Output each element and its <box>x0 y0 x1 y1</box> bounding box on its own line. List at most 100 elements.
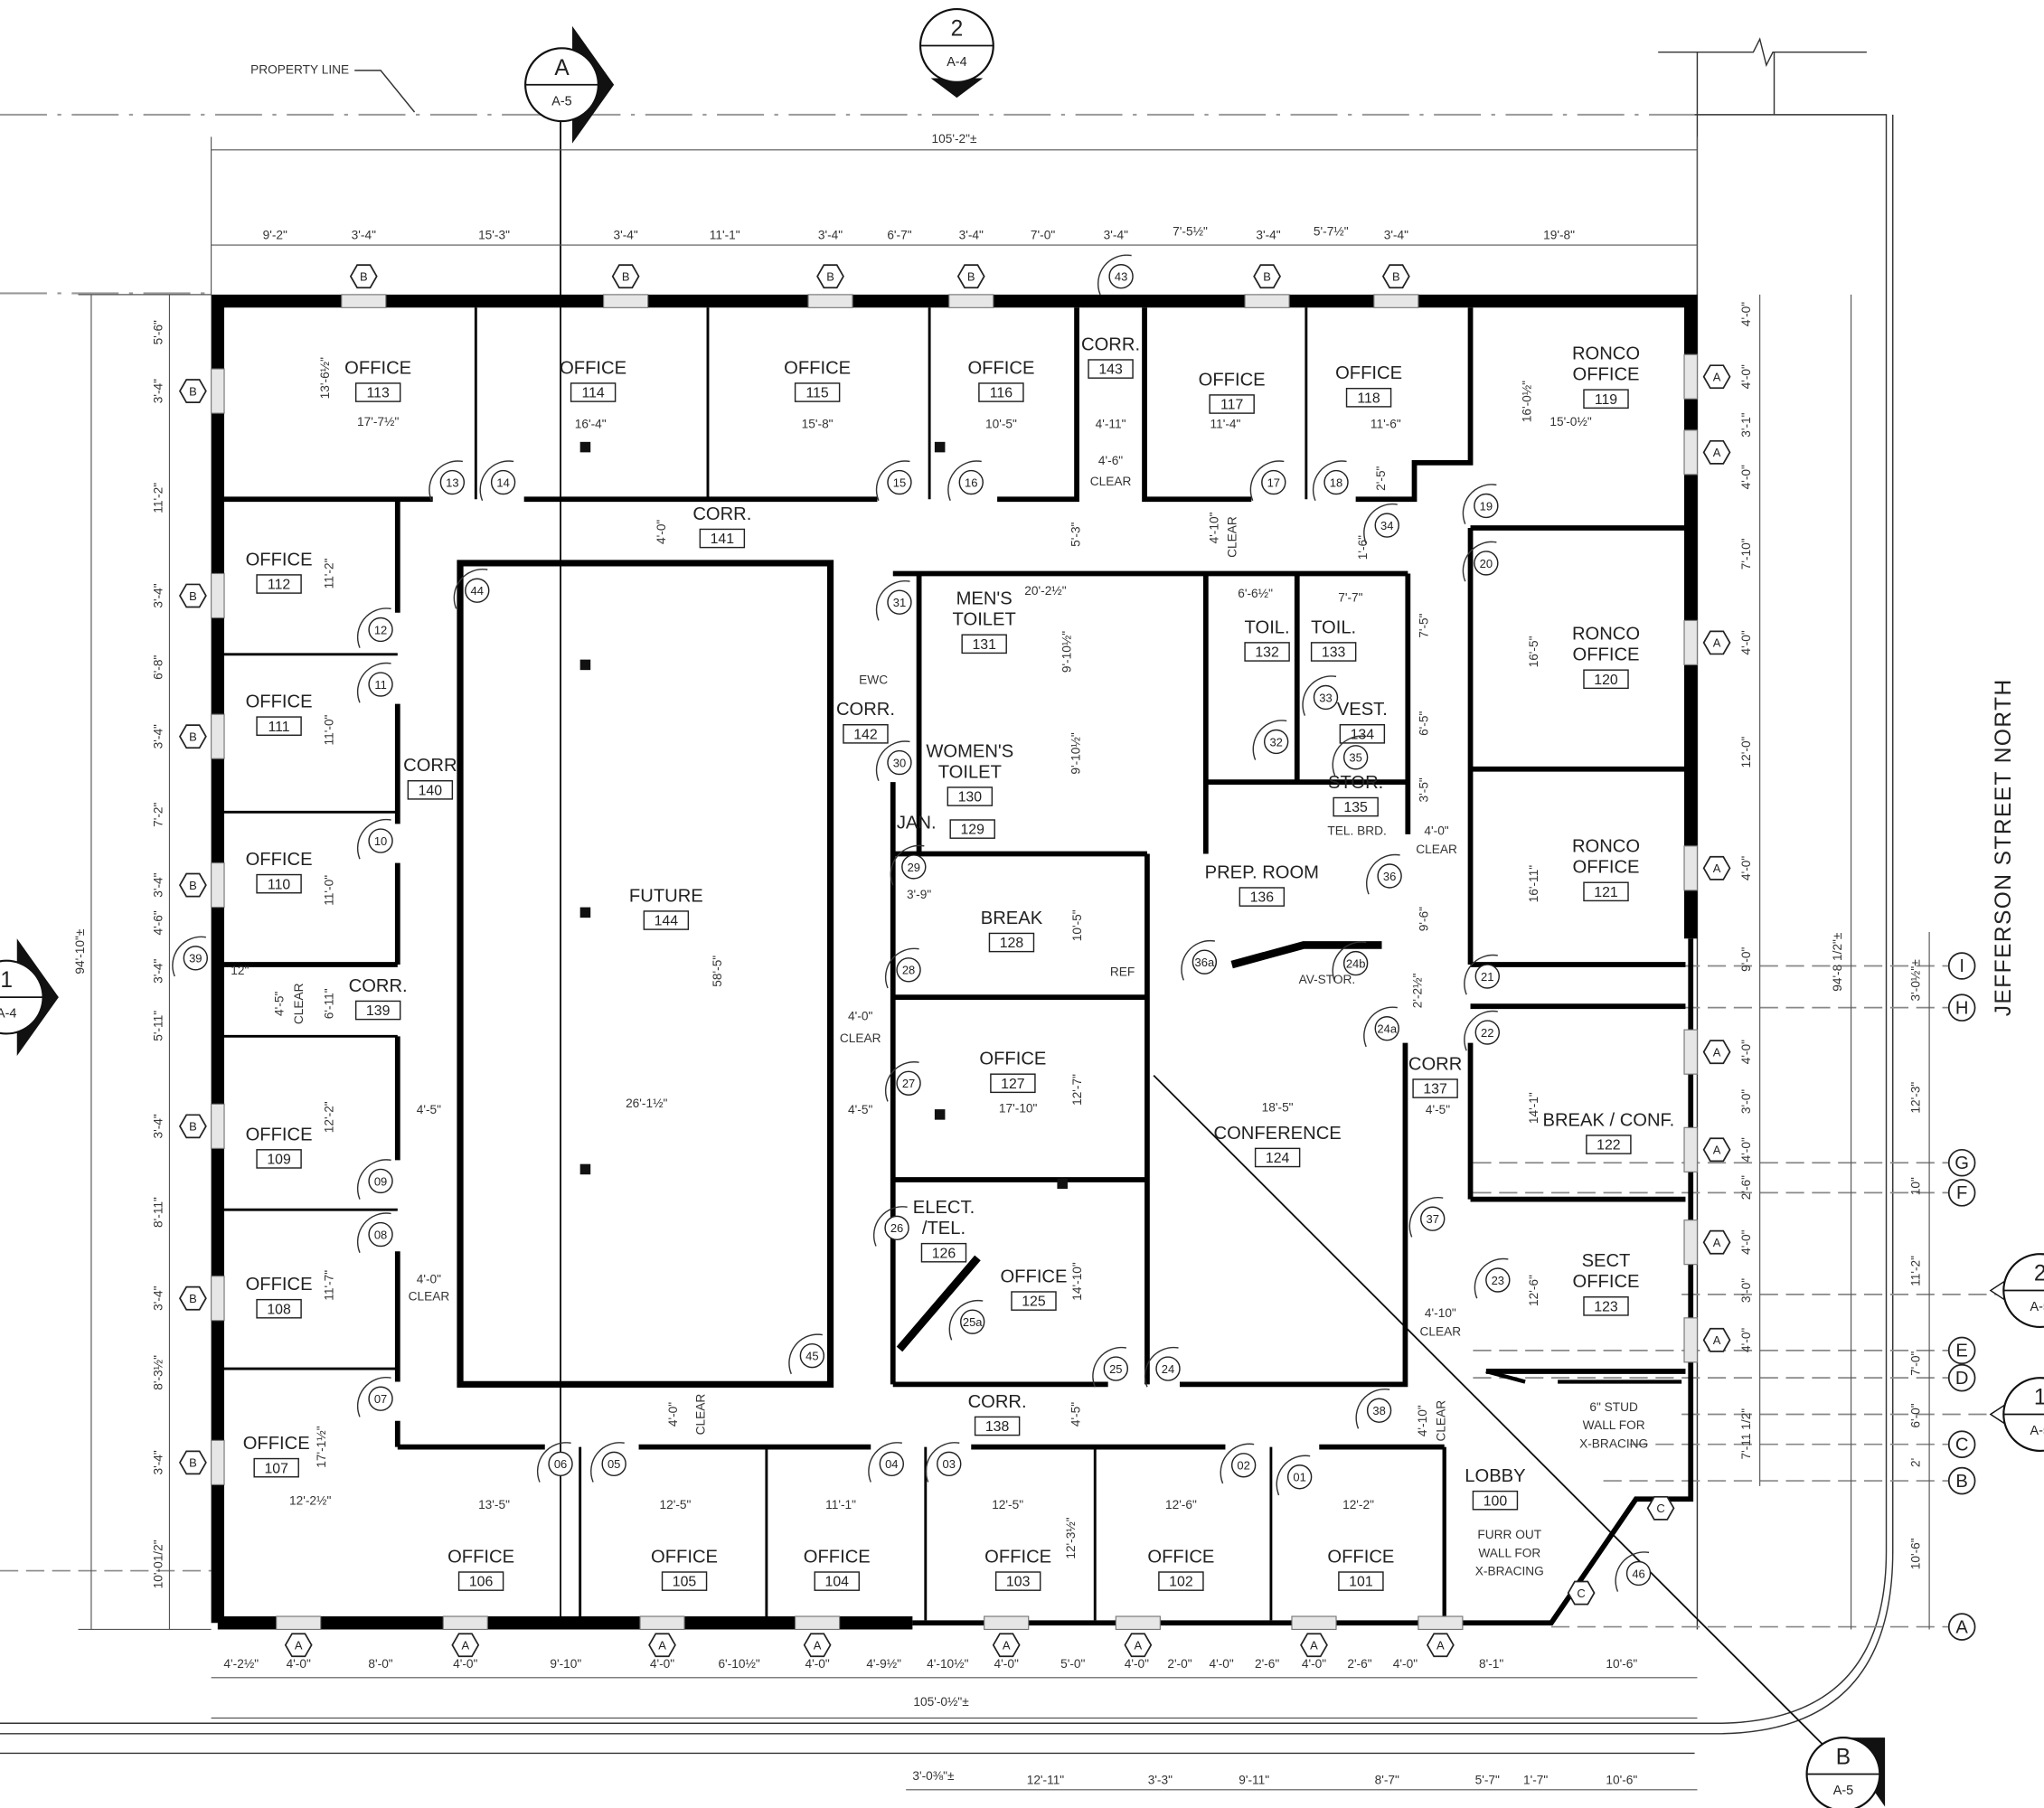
room-number: 117 <box>1220 398 1243 413</box>
room-number: 122 <box>1597 1138 1621 1154</box>
window-type: C <box>1577 1587 1585 1600</box>
dimension-label: 7'-10" <box>1739 538 1753 570</box>
interior-dimension: 14'-10" <box>1070 1262 1084 1301</box>
room-number-box <box>1239 887 1286 907</box>
section-id: 1 <box>0 968 13 993</box>
section-id: 2 <box>2034 1262 2044 1286</box>
dimension-label: 15'-3" <box>478 229 510 242</box>
window-tag: C <box>1646 1495 1675 1521</box>
door-number: 33 <box>1319 691 1332 704</box>
interior-dimension: 6'-11" <box>322 988 335 1019</box>
section-lines <box>560 117 2008 1747</box>
door-number: 12 <box>374 623 387 636</box>
window-type: B <box>826 270 834 284</box>
interior-dimension: 12'-6" <box>1165 1498 1197 1511</box>
dimension-label: 3'-1" <box>1739 412 1753 437</box>
room-126: ELECT./TEL.126 <box>913 1198 975 1263</box>
dimension-label: 2'-6" <box>1739 1175 1753 1200</box>
room-name: TOIL. <box>1311 617 1356 637</box>
room-name: ELECT. <box>913 1198 975 1218</box>
interior-dimension: 16'-5" <box>1527 636 1540 667</box>
room-number-box <box>947 786 994 806</box>
room-number: 119 <box>1595 392 1617 408</box>
room-number: 127 <box>1001 1077 1025 1092</box>
interior-dimension: 12'-7" <box>1070 1074 1084 1106</box>
room-name: BREAK <box>981 909 1043 928</box>
room-number-box <box>256 1298 302 1319</box>
door-number: 09 <box>374 1174 387 1188</box>
room-number: 142 <box>853 727 878 742</box>
door-number: 34 <box>1380 519 1393 532</box>
window-tag: B <box>816 264 844 289</box>
room-number-box <box>988 932 1035 953</box>
room-number: 103 <box>1006 1575 1031 1590</box>
door-tag: 10 <box>356 818 393 860</box>
grid-letter: G <box>1955 1154 1969 1173</box>
room-name: CONFERENCE <box>1214 1124 1342 1144</box>
interior-dimension: 12'-6" <box>1527 1275 1540 1306</box>
dimension-label: 4'-0" <box>1739 1229 1753 1254</box>
window-tag: A <box>451 1633 480 1658</box>
dimension-label: 5'-7½" <box>1314 224 1349 238</box>
window-tag: A <box>992 1633 1021 1658</box>
room-name: LOBBY <box>1465 1466 1526 1486</box>
room-name: OFFICE <box>1327 1547 1394 1567</box>
room-number-box <box>994 1571 1041 1591</box>
window-type: A <box>1713 636 1721 650</box>
property-line-label: PROPERTY LINE <box>250 62 349 76</box>
interior-dimension: 6'-5" <box>1418 711 1431 736</box>
door-number: 23 <box>1492 1274 1504 1287</box>
door-number: 39 <box>189 952 202 965</box>
room-number: 128 <box>1000 936 1024 951</box>
interior-dimension: 13'-5" <box>478 1498 510 1511</box>
grid-letter: A <box>1955 1617 1968 1637</box>
room-number: 102 <box>1169 1575 1193 1590</box>
room-number-box <box>1586 1135 1632 1154</box>
door-tag: 43 <box>1097 254 1134 296</box>
room-name: OFFICE <box>984 1547 1051 1567</box>
room-number: 107 <box>264 1461 288 1476</box>
interior-dimension: 1'-6" <box>1356 535 1370 560</box>
dimension-label: 3'-4" <box>152 958 165 983</box>
window-tag: B <box>178 724 207 749</box>
dimension-label: 9'-0" <box>1739 947 1753 972</box>
door-number: 02 <box>1237 1459 1249 1473</box>
section-marker: BA-5 <box>1805 1737 1886 1808</box>
interior-dimension: CLEAR <box>409 1289 450 1303</box>
interior-dimension: 11'-6" <box>1371 418 1401 431</box>
water-cooler-label: EWC <box>859 673 888 686</box>
room-103: OFFICE 103 <box>984 1547 1051 1591</box>
interior-dimension: 16'-11" <box>1527 865 1540 903</box>
interior-dimension: CLEAR <box>840 1031 881 1045</box>
dimension-label: 3'-3" <box>1148 1773 1173 1786</box>
furr-out-note: X-BRACING <box>1475 1565 1544 1578</box>
room-name: RONCO <box>1572 837 1640 857</box>
dimension-label: 4'-0" <box>650 1657 674 1671</box>
dimension-label: 4'-0" <box>1739 465 1753 489</box>
door-number: 05 <box>608 1457 620 1471</box>
door-number: 44 <box>471 584 484 598</box>
window-tag: A <box>1702 439 1731 465</box>
interior-dimension: 4'-0" <box>1424 824 1448 838</box>
room-135: STOR.135 <box>1328 773 1383 817</box>
room-number-box <box>661 1571 708 1591</box>
room-number: 120 <box>1594 673 1618 688</box>
door-tag: 25a <box>948 1299 985 1341</box>
room-number: 125 <box>1022 1295 1046 1310</box>
interior-dimension: 10'-5" <box>1070 909 1084 941</box>
dimension-label: 11'-2" <box>1908 1256 1922 1286</box>
grid-bubble-E: E <box>1947 1336 1976 1365</box>
room-122: BREAK / CONF.122 <box>1543 1110 1674 1154</box>
room-number-box <box>256 1149 302 1169</box>
room-name: OFFICE <box>246 1275 313 1295</box>
room-name: OFFICE <box>1147 1547 1214 1567</box>
section-marker: 2A-5 <box>1989 1253 2044 1328</box>
room-142: CORR.142 <box>836 700 895 744</box>
dimension-label: 3'-4" <box>152 724 165 749</box>
dimension-label: 3'-4" <box>959 229 984 242</box>
interior-dimension: CLEAR <box>1434 1400 1447 1442</box>
room-name: OFFICE <box>967 358 1034 378</box>
